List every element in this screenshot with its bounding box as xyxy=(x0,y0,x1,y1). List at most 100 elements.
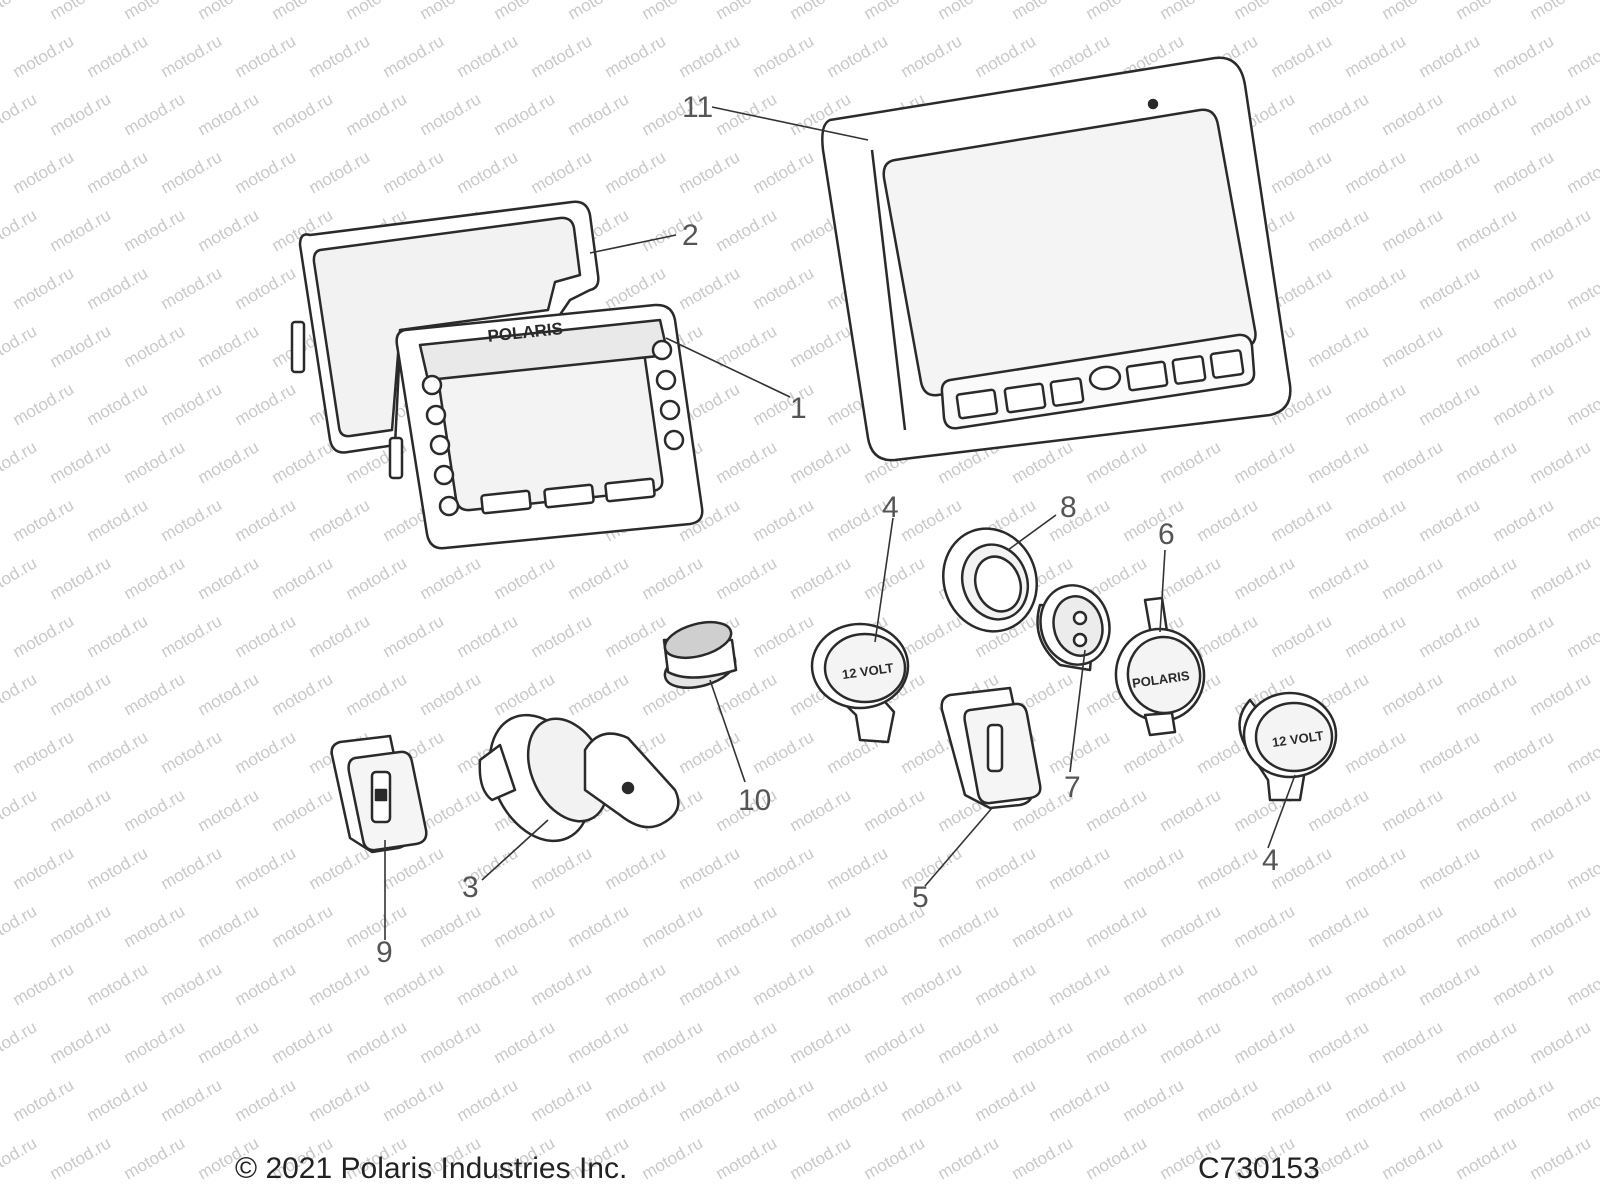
watermark-text: motod.ru xyxy=(1416,611,1484,661)
watermark-text: motod.ru xyxy=(10,379,78,429)
watermark-text: motod.ru xyxy=(47,553,115,603)
watermark-text: motod.ru xyxy=(306,1075,374,1125)
watermark-text: motod.ru xyxy=(1305,901,1373,951)
watermark-text: motod.ru xyxy=(935,1133,1003,1183)
watermark-text: motod.ru xyxy=(1527,669,1595,719)
watermark-text: motod.ru xyxy=(84,1075,152,1125)
callout-labels: 11 2 1 4 8 6 10 7 9 3 5 4 xyxy=(376,91,1279,969)
watermark-text: motod.ru xyxy=(47,205,115,255)
watermark-text: motod.ru xyxy=(84,727,152,777)
watermark-text: motod.ru xyxy=(1416,959,1484,1009)
watermark-text: motod.ru xyxy=(1231,901,1299,951)
watermark-text: motod.ru xyxy=(1564,147,1600,197)
watermark-text: motod.ru xyxy=(750,843,818,893)
watermark-text: motod.ru xyxy=(10,495,78,545)
watermark-text: motod.ru xyxy=(158,727,226,777)
watermark-text: motod.ru xyxy=(47,901,115,951)
watermark-text: motod.ru xyxy=(750,263,818,313)
watermark-text: motod.ru xyxy=(306,31,374,81)
watermark-text: motod.ru xyxy=(417,669,485,719)
watermark-text: motod.ru xyxy=(1564,31,1600,81)
watermark-text: motod.ru xyxy=(861,553,929,603)
watermark-text: motod.ru xyxy=(47,669,115,719)
watermark-text: motod.ru xyxy=(1527,321,1595,371)
watermark-text: motod.ru xyxy=(1490,147,1558,197)
watermark-text: motod.ru xyxy=(491,669,559,719)
watermark-text: motod.ru xyxy=(565,901,633,951)
watermark-text: motod.ru xyxy=(232,959,300,1009)
plug-cap-part xyxy=(662,620,738,689)
watermark-text: motod.ru xyxy=(1157,0,1225,23)
watermark-text: motod.ru xyxy=(824,1075,892,1125)
callout-9: 9 xyxy=(376,936,393,969)
watermark-text: motod.ru xyxy=(121,901,189,951)
watermark-text: motod.ru xyxy=(1342,959,1410,1009)
watermark-text: motod.ru xyxy=(47,785,115,835)
watermark-text: motod.ru xyxy=(1453,1017,1521,1067)
watermark-text: motod.ru xyxy=(1379,553,1447,603)
watermark-text: motod.ru xyxy=(84,263,152,313)
watermark-text: motod.ru xyxy=(343,669,411,719)
watermark-text: motod.ru xyxy=(121,553,189,603)
watermark-text: motod.ru xyxy=(1342,1075,1410,1125)
watermark-text: motod.ru xyxy=(47,1133,115,1183)
watermark-text: motod.ru xyxy=(787,437,855,487)
watermark-text: motod.ru xyxy=(121,785,189,835)
watermark-text: motod.ru xyxy=(269,89,337,139)
toggle-switch-part xyxy=(940,686,1042,810)
watermark-text: motod.ru xyxy=(121,437,189,487)
watermark-text: motod.ru xyxy=(1046,843,1114,893)
retaining-nut-part xyxy=(942,527,1038,633)
watermark-text: motod.ru xyxy=(158,611,226,661)
watermark-text: motod.ru xyxy=(1490,611,1558,661)
watermark-text: motod.ru xyxy=(1009,901,1077,951)
watermark-text: motod.ru xyxy=(1342,147,1410,197)
watermark-text: motod.ru xyxy=(639,553,707,603)
watermark-text: motod.ru xyxy=(1453,205,1521,255)
watermark-text: motod.ru xyxy=(84,495,152,545)
watermark-text: motod.ru xyxy=(121,1017,189,1067)
watermark-text: motod.ru xyxy=(158,1075,226,1125)
watermark-text: motod.ru xyxy=(417,553,485,603)
watermark-text: motod.ru xyxy=(750,495,818,545)
watermark-text: motod.ru xyxy=(861,0,929,23)
watermark-text: motod.ru xyxy=(1231,553,1299,603)
watermark-text: motod.ru xyxy=(158,379,226,429)
watermark-text: motod.ru xyxy=(1416,379,1484,429)
watermark-text: motod.ru xyxy=(1009,0,1077,23)
callout-5: 5 xyxy=(912,881,929,914)
watermark-text: motod.ru xyxy=(10,727,78,777)
watermark-text: motod.ru xyxy=(1305,321,1373,371)
watermark-text: motod.ru xyxy=(0,437,40,487)
watermark-text: motod.ru xyxy=(84,611,152,661)
watermark-text: motod.ru xyxy=(0,205,40,255)
watermark-text: motod.ru xyxy=(861,785,929,835)
watermark-text: motod.ru xyxy=(1416,727,1484,777)
watermark-text: motod.ru xyxy=(454,31,522,81)
watermark-text: motod.ru xyxy=(898,31,966,81)
watermark-text: motod.ru xyxy=(1490,727,1558,777)
watermark-text: motod.ru xyxy=(454,611,522,661)
watermark-text: motod.ru xyxy=(1453,321,1521,371)
socket-label: 12 VOLT xyxy=(841,660,894,682)
watermark-text: motod.ru xyxy=(1157,1017,1225,1067)
watermark-text: motod.ru xyxy=(0,1017,40,1067)
watermark-text: motod.ru xyxy=(417,89,485,139)
watermark-text: motod.ru xyxy=(898,495,966,545)
watermark-text: motod.ru xyxy=(528,147,596,197)
watermark-text: motod.ru xyxy=(1268,611,1336,661)
watermark-text: motod.ru xyxy=(528,31,596,81)
watermark-text: motod.ru xyxy=(787,1017,855,1067)
watermark-text: motod.ru xyxy=(861,1133,929,1183)
watermark-text: motod.ru xyxy=(602,959,670,1009)
watermark-text: motod.ru xyxy=(1564,379,1600,429)
watermark-text: motod.ru xyxy=(0,89,40,139)
watermark-text: motod.ru xyxy=(417,0,485,23)
watermark-text: motod.ru xyxy=(417,1017,485,1067)
watermark-text: motod.ru xyxy=(1453,1133,1521,1183)
watermark-text: motod.ru xyxy=(491,89,559,139)
watermark-text: motod.ru xyxy=(380,147,448,197)
watermark-text: motod.ru xyxy=(602,611,670,661)
watermark-text: motod.ru xyxy=(491,0,559,23)
watermark-text: motod.ru xyxy=(1194,959,1262,1009)
